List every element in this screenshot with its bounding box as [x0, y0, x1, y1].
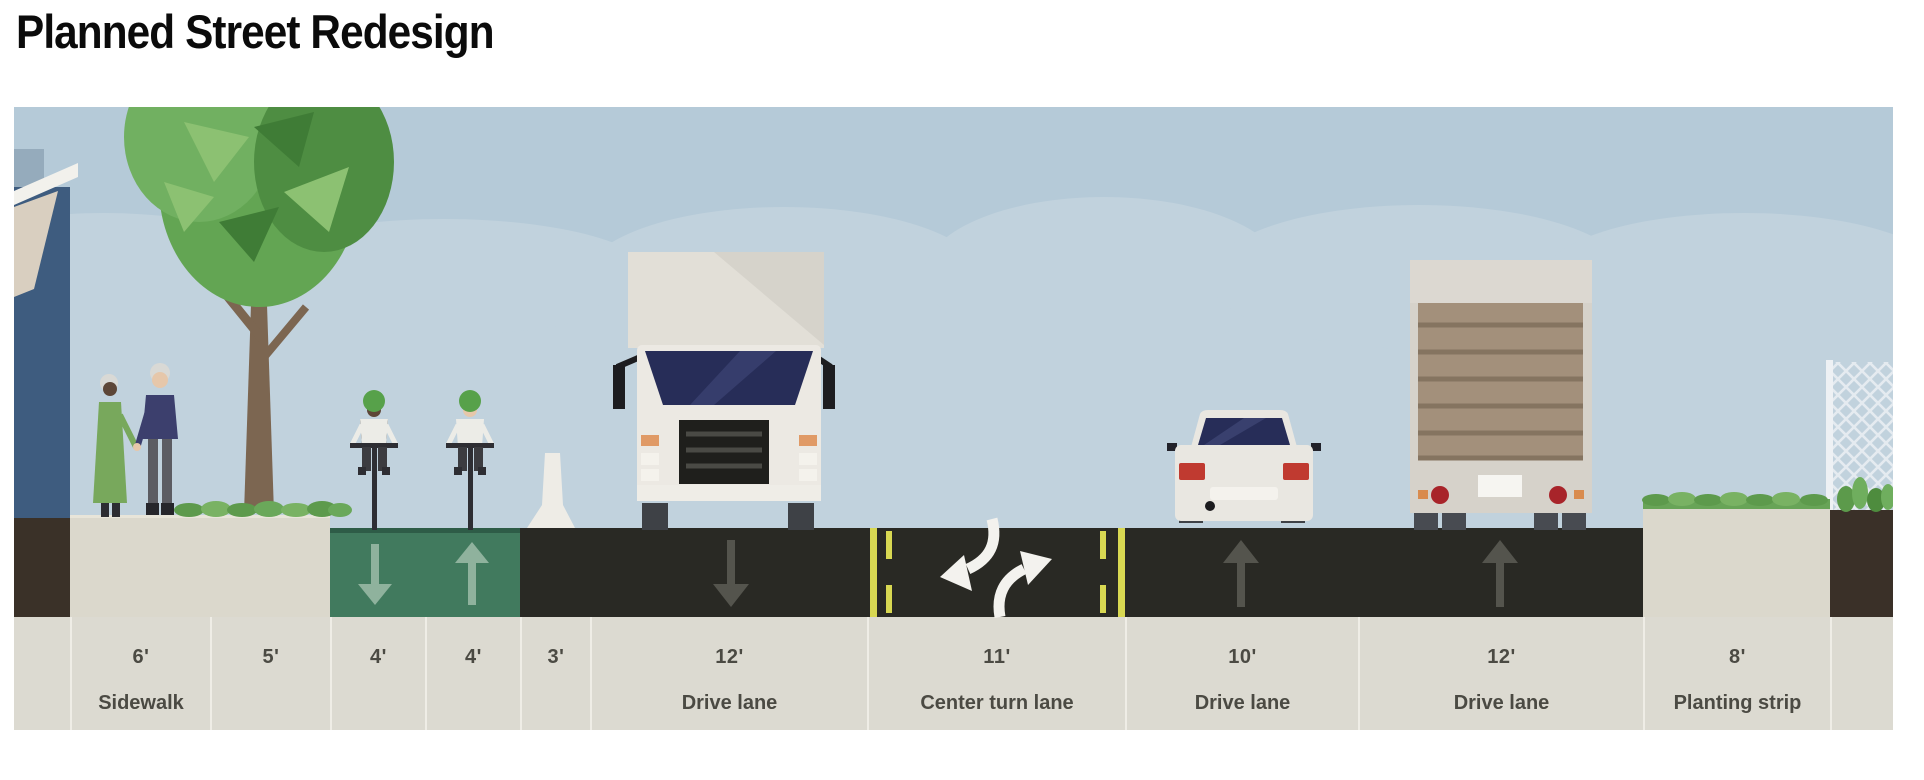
- turn-arrows: [940, 517, 1052, 618]
- lane-width-label: 8': [1729, 646, 1746, 668]
- lane-segment-drive-lane: 10' Drive lane: [1125, 615, 1358, 730]
- lane-width-label: 12': [1487, 646, 1516, 668]
- lane-width-label: 3': [547, 646, 565, 668]
- cyclists: [349, 390, 495, 530]
- flex-post-bollard: [527, 453, 575, 528]
- pedestrian-couple: [93, 363, 178, 517]
- lane-segment-3-: 3': [520, 615, 590, 730]
- lane-segment-drive-lane: 12' Drive lane: [1358, 615, 1643, 730]
- lane-segment-center-turn-lane: 11' Center turn lane: [867, 615, 1125, 730]
- lane-width-label: 5': [262, 646, 280, 668]
- two-way-bike-lane: [330, 528, 520, 617]
- center-turn-lane-markings: [870, 517, 1125, 618]
- planting-strip: [1643, 505, 1830, 617]
- lane-name-label: Planting strip: [1673, 692, 1802, 714]
- lane-width-label: 10': [1228, 646, 1257, 668]
- bike-lane-arrows: [358, 542, 489, 605]
- lane-segment-4-: 4': [330, 615, 425, 730]
- lane-segment-4-: 4': [425, 615, 520, 730]
- fence-plants: [1837, 477, 1893, 512]
- lane-width-label: 4': [370, 646, 387, 668]
- sedan-rear: [1167, 410, 1321, 523]
- lane-width-label: 4': [465, 646, 482, 668]
- roadway: [520, 528, 1643, 617]
- street-tree: [124, 107, 394, 513]
- ground: [14, 505, 1893, 617]
- street-scene: [14, 107, 1893, 618]
- lane-width-label: 12': [715, 646, 744, 668]
- lane-segment-edge-11: [1830, 615, 1893, 730]
- cyclist: [349, 390, 399, 530]
- lane-segment-planting-strip: 8' Planting strip: [1643, 615, 1830, 730]
- page-title: Planned Street Redesign: [16, 5, 495, 58]
- lane-segment-5-: 5': [210, 615, 330, 730]
- lane-name-label: Sidewalk: [98, 692, 184, 714]
- lane-segment-drive-lane: 12' Drive lane: [590, 615, 867, 730]
- cyclist: [445, 390, 495, 530]
- tree-base-shrubs: [174, 501, 352, 517]
- building: [14, 149, 78, 518]
- lane-name-label: Drive lane: [681, 692, 778, 714]
- sidewalk: [70, 515, 330, 617]
- lane-label-strip: 6' Sidewalk 5' 4' 4' 3' 12' Drive lane 11' Center…: [14, 615, 1893, 730]
- drive-lane-arrows-northbound: [1223, 540, 1518, 607]
- lane-name-label: Drive lane: [1453, 692, 1550, 714]
- box-truck-rear: [1410, 260, 1592, 530]
- lane-name-label: Center turn lane: [920, 692, 1074, 714]
- drive-lane-arrow-southbound: [713, 540, 749, 607]
- awning-canopy: [14, 163, 78, 205]
- planting-strip-grass: [1642, 492, 1830, 509]
- lane-segment-sidewalk: 6' Sidewalk: [70, 615, 210, 730]
- lane-width-label: 6': [132, 646, 150, 668]
- soil-right: [1830, 510, 1893, 617]
- lane-name-label: Drive lane: [1194, 692, 1291, 714]
- street-redesign-illustration: 6' Sidewalk 5' 4' 4' 3' 12' Drive lane 11' Center…: [14, 107, 1893, 730]
- lane-width-label: 11': [983, 646, 1011, 668]
- box-truck-front: [613, 252, 835, 530]
- soil-left: [14, 518, 70, 617]
